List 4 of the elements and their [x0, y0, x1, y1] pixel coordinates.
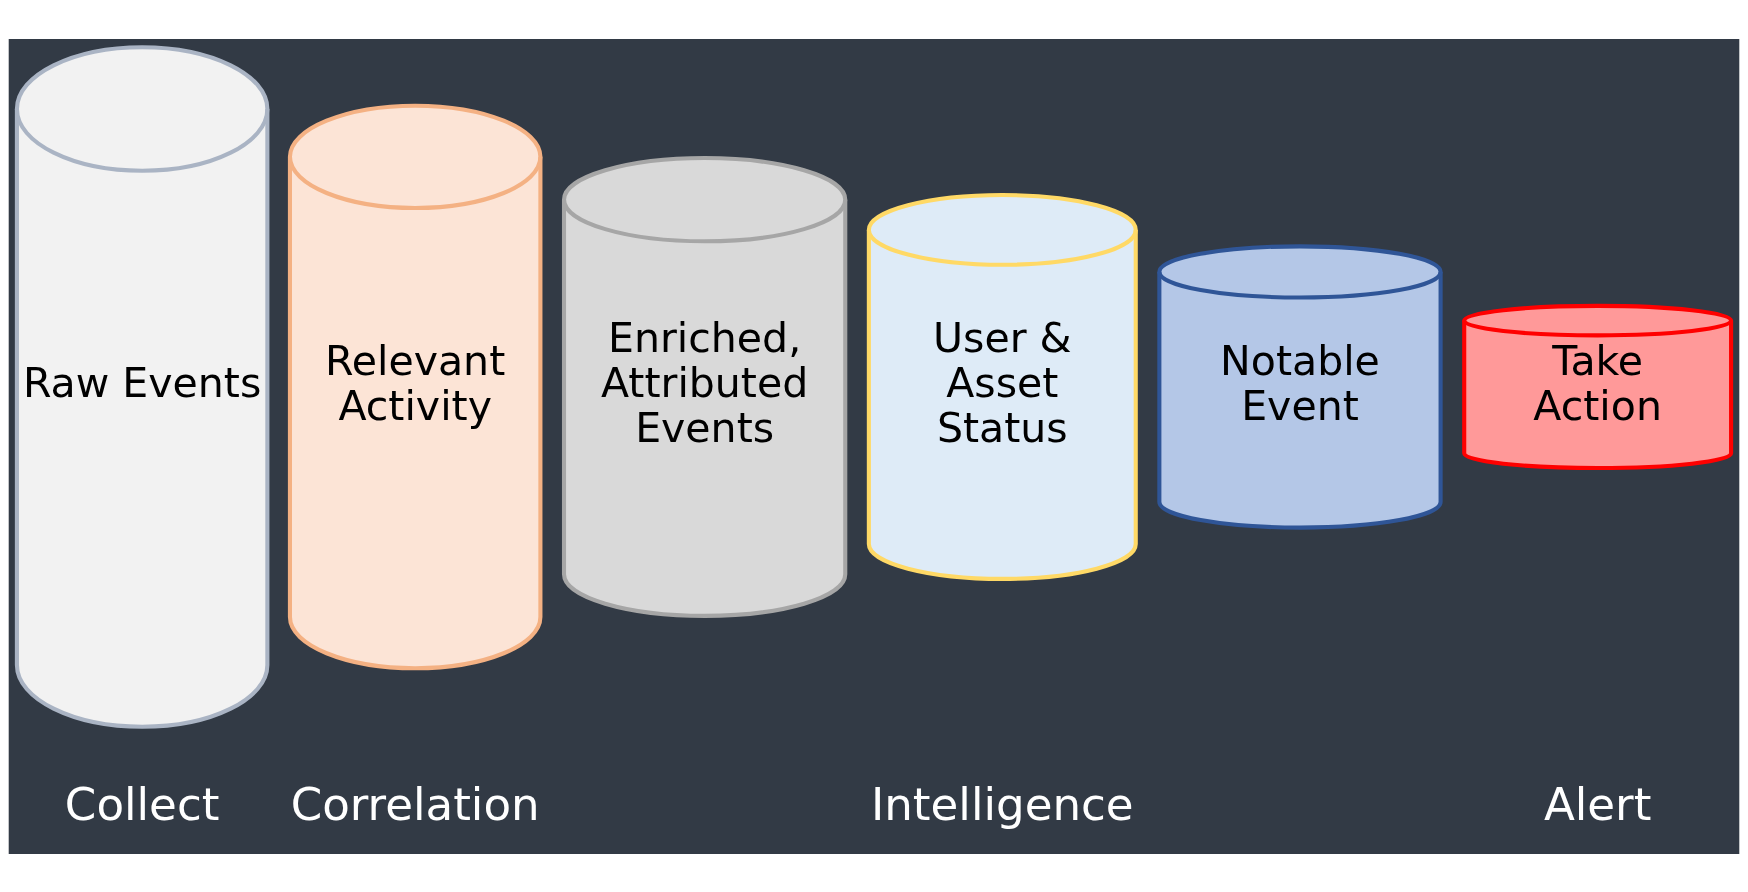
label: Correlation	[290, 777, 540, 831]
label: Intelligence	[870, 777, 1134, 831]
label: Collect	[64, 777, 220, 831]
label: Alert	[1543, 777, 1652, 831]
